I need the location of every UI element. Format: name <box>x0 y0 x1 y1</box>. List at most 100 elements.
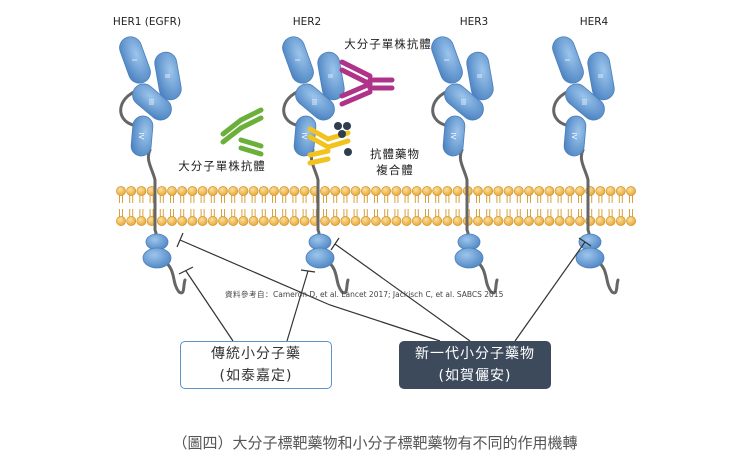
domain-numeral: II <box>475 74 483 78</box>
receptor-domain: III <box>444 83 484 121</box>
lipid-molecule <box>340 186 351 226</box>
new-drug-tbar-her1 <box>176 232 184 248</box>
lipid-molecule <box>411 186 422 226</box>
lipid-molecule <box>544 186 555 226</box>
lipid-molecule <box>126 186 137 226</box>
lipid-molecule <box>187 186 198 226</box>
lipid-molecule <box>218 186 228 226</box>
receptor-domain: I <box>119 36 151 84</box>
lipid-molecule <box>360 186 371 226</box>
kinase-domain <box>575 233 605 269</box>
lipid-molecule <box>605 186 616 226</box>
reference-prefix: 資料參考自： <box>225 290 273 299</box>
lipid-molecule <box>626 186 636 226</box>
receptor-label-her1: HER1 (EGFR) <box>113 16 181 28</box>
domain-numeral: I <box>293 59 301 61</box>
antibody-drug-conjugate <box>307 122 352 166</box>
lipid-molecule <box>595 186 606 226</box>
lipid-molecule <box>320 186 330 226</box>
receptor-domain: II <box>587 51 615 101</box>
lipid-molecule <box>258 186 269 226</box>
traditional-box-line1: 傳統小分子藥 <box>211 346 301 362</box>
old-drug-tbar-her1 <box>178 266 194 275</box>
domain-numeral: II <box>596 74 604 78</box>
lipid-molecule <box>442 186 453 226</box>
lipid-molecule <box>330 186 341 226</box>
new-gen-box-line2: (如賀儷安) <box>438 368 512 384</box>
domain-numeral: III <box>310 99 318 105</box>
domain-numeral: II <box>326 74 334 78</box>
lipid-molecule <box>391 186 402 226</box>
domain-numeral: I <box>442 59 450 61</box>
receptor-domain: IV <box>130 115 154 157</box>
lipid-molecule <box>167 186 177 226</box>
new-drug-line-to-her4 <box>514 241 586 342</box>
lipid-molecule <box>615 186 626 226</box>
receptor-domain: II <box>466 51 494 101</box>
old-drug-line-to-her1 <box>185 270 234 342</box>
lipid-molecule <box>493 186 504 226</box>
domain-numeral: III <box>580 99 588 105</box>
receptor-label-her3: HER3 <box>460 16 489 28</box>
kinase-domain <box>305 233 335 269</box>
lipid-molecule <box>207 186 218 226</box>
lipid-molecule <box>228 186 239 226</box>
domain-numeral: IV <box>300 133 308 140</box>
lipid-molecule <box>432 186 443 226</box>
drug-payload-dot <box>343 122 351 130</box>
domain-numeral: III <box>459 99 467 105</box>
lipid-molecule <box>371 186 381 226</box>
receptor-domain: II <box>317 51 345 101</box>
receptor-label-her2: HER2 <box>293 16 322 28</box>
lipid-molecule <box>401 186 412 226</box>
lipid-molecule <box>564 186 575 226</box>
lipid-molecule <box>116 186 126 226</box>
label-adc-line1: 抗體藥物 <box>370 147 420 161</box>
traditional-box-line2: (如泰嘉定) <box>219 368 293 384</box>
lipid-molecule <box>350 186 361 226</box>
figure-caption: （圖四）大分子標靶藥物和小分子標靶藥物有不同的作用機轉 <box>172 434 578 452</box>
lipid-molecule <box>238 186 249 226</box>
drug-payload-dot <box>338 130 346 138</box>
lipid-molecule <box>483 186 494 226</box>
lipid-molecule <box>554 186 565 226</box>
lipid-molecule <box>422 186 432 226</box>
reference-note: 資料參考自：Cameron D, et al. Lancet 2017; Jac… <box>225 289 503 300</box>
monoclonal-antibody-green <box>220 107 264 157</box>
receptor-domain: IV <box>293 115 317 157</box>
domain-numeral: II <box>163 74 171 78</box>
receptor-domain: III <box>132 83 172 121</box>
new-gen-box-line1: 新一代小分子藥物 <box>415 346 535 362</box>
lipid-molecule <box>136 186 147 226</box>
lipid-molecule <box>269 186 279 226</box>
lipid-molecule <box>575 186 585 226</box>
domain-numeral: IV <box>570 133 578 140</box>
receptor-domain: II <box>154 51 182 101</box>
lipid-molecule <box>289 186 300 226</box>
domain-numeral: III <box>147 99 155 105</box>
receptor-domain: III <box>565 83 605 121</box>
lipid-molecule <box>197 186 208 226</box>
label-left-antibody: 大分子單株抗體 <box>178 159 266 173</box>
drug-payload-dot <box>344 148 352 156</box>
domain-numeral: I <box>130 59 138 61</box>
domain-numeral: IV <box>137 133 145 140</box>
label-top-antibody: 大分子單株抗體 <box>344 37 432 51</box>
label-adc-line2: 複合體 <box>376 163 414 177</box>
lipid-molecule <box>248 186 259 226</box>
lipid-molecule <box>279 186 290 226</box>
new-gen-small-molecule-box: 新一代小分子藥物 (如賀儷安) <box>399 341 551 389</box>
old-drug-tbar-her2 <box>300 269 316 273</box>
receptor-domain: I <box>552 36 584 84</box>
new-drug-tbar-her4 <box>578 237 592 247</box>
domain-numeral: I <box>563 59 571 61</box>
kinase-domain <box>142 233 172 269</box>
lipid-molecule <box>381 186 392 226</box>
lipid-molecule <box>299 186 310 226</box>
